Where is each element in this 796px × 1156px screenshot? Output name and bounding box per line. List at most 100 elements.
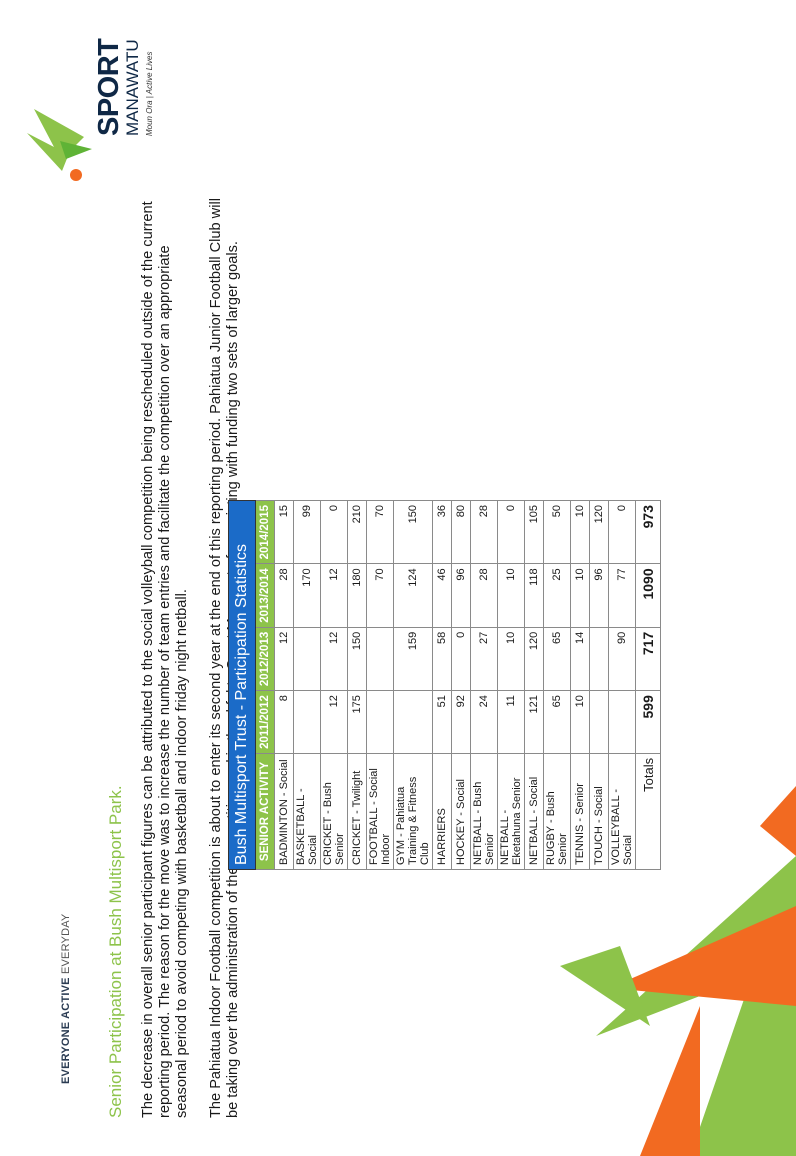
value-cell: 14 xyxy=(570,627,590,691)
activity-cell: NETBALL - Bush Senior xyxy=(470,753,498,870)
value-cell xyxy=(293,690,321,754)
value-cell xyxy=(393,690,433,754)
total-cell: 599 xyxy=(635,690,661,754)
value-cell: 58 xyxy=(432,627,452,691)
value-cell: 120 xyxy=(589,500,609,564)
table-title: Bush Multisport Trust - Participation St… xyxy=(228,500,256,870)
value-cell: 51 xyxy=(432,690,452,754)
table-row: GYM - Pahiatua Training & Fitness Club 15… xyxy=(393,500,433,870)
value-cell: 15 xyxy=(274,500,294,564)
activity-cell: GYM - Pahiatua Training & Fitness Club xyxy=(393,753,433,870)
value-cell: 50 xyxy=(543,500,571,564)
value-cell: 0 xyxy=(320,500,348,564)
column-header-2013-2014: 2013/2014 xyxy=(255,563,275,628)
value-cell: 11 xyxy=(497,690,525,754)
column-header-2014-2015: 2014/2015 xyxy=(255,500,275,564)
activity-cell: CRICKET - Twilight xyxy=(347,753,367,870)
activity-cell: NETBALL - Eketahuna Senior xyxy=(497,753,525,870)
value-cell: 10 xyxy=(497,563,525,628)
value-cell: 150 xyxy=(393,500,433,564)
value-cell xyxy=(366,627,394,691)
value-cell: 92 xyxy=(451,690,471,754)
tagline-light: EVERYDAY xyxy=(60,913,72,978)
value-cell: 120 xyxy=(524,627,544,691)
value-cell: 10 xyxy=(570,690,590,754)
value-cell: 150 xyxy=(347,627,367,691)
totals-label: Totals xyxy=(635,753,661,870)
value-cell: 175 xyxy=(347,690,367,754)
value-cell: 10 xyxy=(570,500,590,564)
value-cell: 210 xyxy=(347,500,367,564)
sport-manawatu-logo-icon xyxy=(27,109,92,181)
activity-cell: CRICKET - Bush Senior xyxy=(320,753,348,870)
logo-manawatu-text: MANAWATU xyxy=(123,39,142,136)
value-cell: 96 xyxy=(589,563,609,628)
value-cell: 28 xyxy=(274,563,294,628)
value-cell: 36 xyxy=(432,500,452,564)
value-cell: 70 xyxy=(366,500,394,564)
total-cell: 717 xyxy=(635,627,661,691)
column-header-activity: SENIOR ACTIVITY xyxy=(255,753,275,870)
value-cell: 24 xyxy=(470,690,498,754)
value-cell: 0 xyxy=(497,500,525,564)
value-cell: 170 xyxy=(293,563,321,628)
activity-cell: RUGBY - Bush Senior xyxy=(543,753,571,870)
tagline: EVERYONE ACTIVE EVERYDAY xyxy=(60,914,72,1084)
value-cell: 70 xyxy=(366,563,394,628)
value-cell: 12 xyxy=(320,627,348,691)
value-cell: 27 xyxy=(470,627,498,691)
value-cell: 121 xyxy=(524,690,544,754)
tagline-bold: EVERYONE ACTIVE xyxy=(60,977,72,1084)
participation-statistics-table: Bush Multisport Trust - Participation St… xyxy=(228,500,661,870)
value-cell xyxy=(293,627,321,691)
value-cell xyxy=(608,690,636,754)
total-cell: 973 xyxy=(635,500,661,564)
value-cell: 12 xyxy=(274,627,294,691)
value-cell: 65 xyxy=(543,627,571,691)
activity-cell: TOUCH - Social xyxy=(589,753,609,870)
section-heading: Senior Participation at Bush Multisport … xyxy=(106,785,125,1118)
activity-cell: TENNIS - Senior xyxy=(570,753,590,870)
value-cell: 12 xyxy=(320,690,348,754)
value-cell: 118 xyxy=(524,563,544,628)
value-cell xyxy=(366,690,394,754)
value-cell: 124 xyxy=(393,563,433,628)
activity-cell: HOCKEY - Social xyxy=(451,753,471,870)
activity-cell: BADMINTON - Social xyxy=(274,753,294,870)
activity-cell: FOOTBALL - Social Indoor xyxy=(366,753,394,870)
value-cell: 0 xyxy=(451,627,471,691)
logo-sport-text: SPORT xyxy=(93,38,125,136)
value-cell: 77 xyxy=(608,563,636,628)
value-cell xyxy=(589,690,609,754)
paragraph-volleyball: The decrease in overall senior participa… xyxy=(140,201,190,1118)
value-cell: 46 xyxy=(432,563,452,628)
value-cell: 105 xyxy=(524,500,544,564)
total-cell: 1090 xyxy=(635,563,661,628)
value-cell: 90 xyxy=(608,627,636,691)
value-cell: 0 xyxy=(608,500,636,564)
value-cell: 96 xyxy=(451,563,471,628)
value-cell: 28 xyxy=(470,563,498,628)
value-cell: 8 xyxy=(274,690,294,754)
value-cell: 65 xyxy=(543,690,571,754)
value-cell: 12 xyxy=(320,563,348,628)
value-cell: 28 xyxy=(470,500,498,564)
activity-cell: NETBALL - Social xyxy=(524,753,544,870)
